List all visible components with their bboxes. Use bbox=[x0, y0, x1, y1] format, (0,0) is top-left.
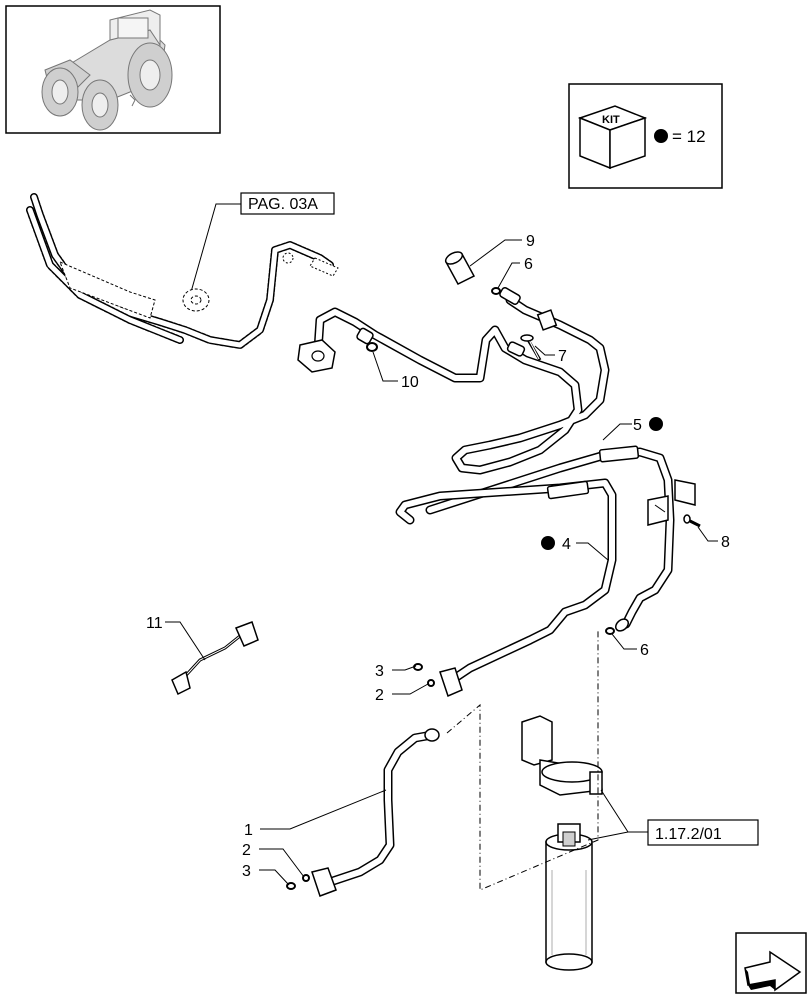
leader-3-lower bbox=[259, 869, 290, 886]
callout-5: 5 bbox=[633, 417, 642, 434]
callout-11: 11 bbox=[146, 615, 163, 632]
page-reference-leader bbox=[190, 203, 241, 293]
callout-3-upper: 3 bbox=[375, 663, 384, 680]
screw-part-8[interactable] bbox=[683, 514, 701, 528]
callout-1: 1 bbox=[244, 822, 253, 839]
cap-part-9[interactable] bbox=[444, 249, 476, 285]
leader-10 bbox=[372, 351, 398, 382]
drier-bracket[interactable] bbox=[521, 715, 603, 796]
cable-part-11[interactable] bbox=[171, 621, 259, 696]
callout-2-lower: 2 bbox=[242, 842, 251, 859]
o-ring-part-6-top[interactable] bbox=[491, 287, 501, 295]
section-reference-box[interactable]: 1.17.2/01 bbox=[647, 819, 759, 846]
section-reference-leader bbox=[587, 789, 648, 841]
leader-7 bbox=[534, 345, 555, 356]
kit-marker-dot bbox=[654, 129, 668, 143]
callout-7: 7 bbox=[558, 348, 567, 365]
kit-badge-label: KIT bbox=[602, 114, 620, 126]
next-page-arrow-icon bbox=[744, 950, 802, 992]
leader-1 bbox=[260, 789, 387, 830]
leader-6-lower bbox=[611, 633, 637, 650]
pipe-part-10[interactable] bbox=[297, 287, 610, 475]
leader-4 bbox=[576, 542, 609, 561]
tractor-thumbnail[interactable] bbox=[5, 5, 221, 134]
callout-8: 8 bbox=[721, 534, 730, 551]
bolt-part-7[interactable] bbox=[520, 334, 542, 361]
callout-4: 4 bbox=[562, 536, 571, 553]
kit-marker-dot bbox=[649, 417, 663, 431]
leader-3-upper bbox=[392, 665, 417, 671]
callout-6-top: 6 bbox=[524, 256, 533, 273]
leader-2-upper bbox=[392, 683, 429, 695]
callout-3-lower: 3 bbox=[242, 863, 251, 880]
leader-11 bbox=[165, 621, 206, 661]
tractor-icon bbox=[41, 9, 173, 131]
pipe-part-1[interactable] bbox=[311, 728, 440, 897]
o-ring-part-2-lower[interactable] bbox=[302, 874, 310, 882]
page-reference-label: PAG. 03A bbox=[248, 196, 318, 213]
hose-part-5[interactable] bbox=[425, 445, 675, 633]
next-page-button[interactable] bbox=[735, 932, 807, 994]
kit-box-icon: KIT bbox=[577, 105, 648, 170]
o-ring-part-10[interactable] bbox=[366, 342, 378, 352]
leader-2-lower bbox=[259, 848, 305, 878]
kit-legend: KIT = 12 bbox=[568, 83, 723, 189]
leader-9 bbox=[469, 239, 522, 267]
section-reference-label: 1.17.2/01 bbox=[655, 826, 722, 843]
kit-marker-dot bbox=[541, 536, 555, 550]
callout-10: 10 bbox=[401, 374, 419, 391]
leader-8 bbox=[697, 526, 718, 542]
receiver-drier[interactable] bbox=[545, 823, 593, 971]
bracket-clamp[interactable] bbox=[647, 479, 696, 526]
callout-6-lower: 6 bbox=[640, 642, 649, 659]
leader-5 bbox=[602, 423, 632, 441]
page-reference-box[interactable]: PAG. 03A bbox=[240, 192, 335, 215]
o-ring-part-2-upper[interactable] bbox=[427, 679, 435, 687]
ghost-pipe-assembly bbox=[26, 193, 339, 349]
assembly-line bbox=[446, 630, 599, 891]
leader-6-top bbox=[497, 262, 520, 289]
callout-2-upper: 2 bbox=[375, 687, 384, 704]
o-ring-part-6-lower[interactable] bbox=[605, 627, 615, 635]
callout-9: 9 bbox=[526, 233, 535, 250]
hose-part-4[interactable] bbox=[395, 478, 617, 698]
kit-equation: = 12 bbox=[672, 127, 706, 146]
o-ring-part-3-upper[interactable] bbox=[413, 663, 423, 671]
